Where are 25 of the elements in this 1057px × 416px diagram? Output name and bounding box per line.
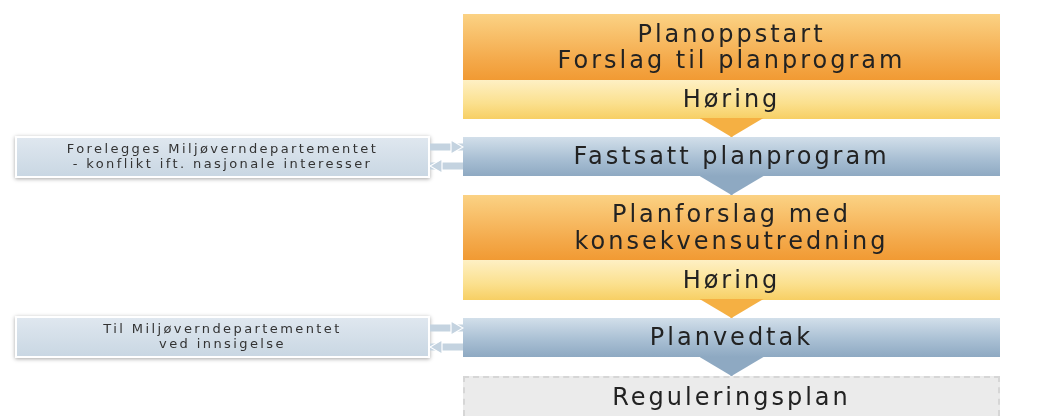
note-box — [15, 316, 430, 358]
process-band — [463, 14, 1000, 80]
process-band — [463, 260, 1000, 300]
node-label: Reguleringsplan — [612, 383, 851, 411]
node-label: Planoppstart — [637, 20, 826, 47]
node-label: Planforslag med konsekvensutredning — [573, 201, 890, 254]
process-band — [463, 80, 1000, 119]
arrow — [699, 175, 764, 196]
node-label: Forslag til planprogram — [557, 47, 906, 74]
node-label: Forelegges Miljøverndepartementet - konflikt ift. nasjonale interesser — [65, 142, 380, 172]
node-label: Høring — [682, 266, 781, 294]
node-label: Høring — [682, 86, 781, 113]
node-label: Planvedtak — [649, 324, 814, 351]
arrow — [429, 158, 463, 174]
node-label: Fastsatt planprogram — [573, 143, 890, 170]
arrow — [429, 339, 463, 355]
process-band — [463, 318, 1000, 357]
arrow — [430, 139, 464, 155]
arrow — [430, 320, 464, 336]
arrow — [699, 356, 764, 377]
node-label: Til Miljøverndepartementet ved innsigelse — [102, 322, 343, 352]
process-band — [463, 137, 1000, 176]
process-band — [463, 376, 1000, 416]
note-box — [15, 136, 430, 178]
process-band — [463, 195, 1000, 260]
